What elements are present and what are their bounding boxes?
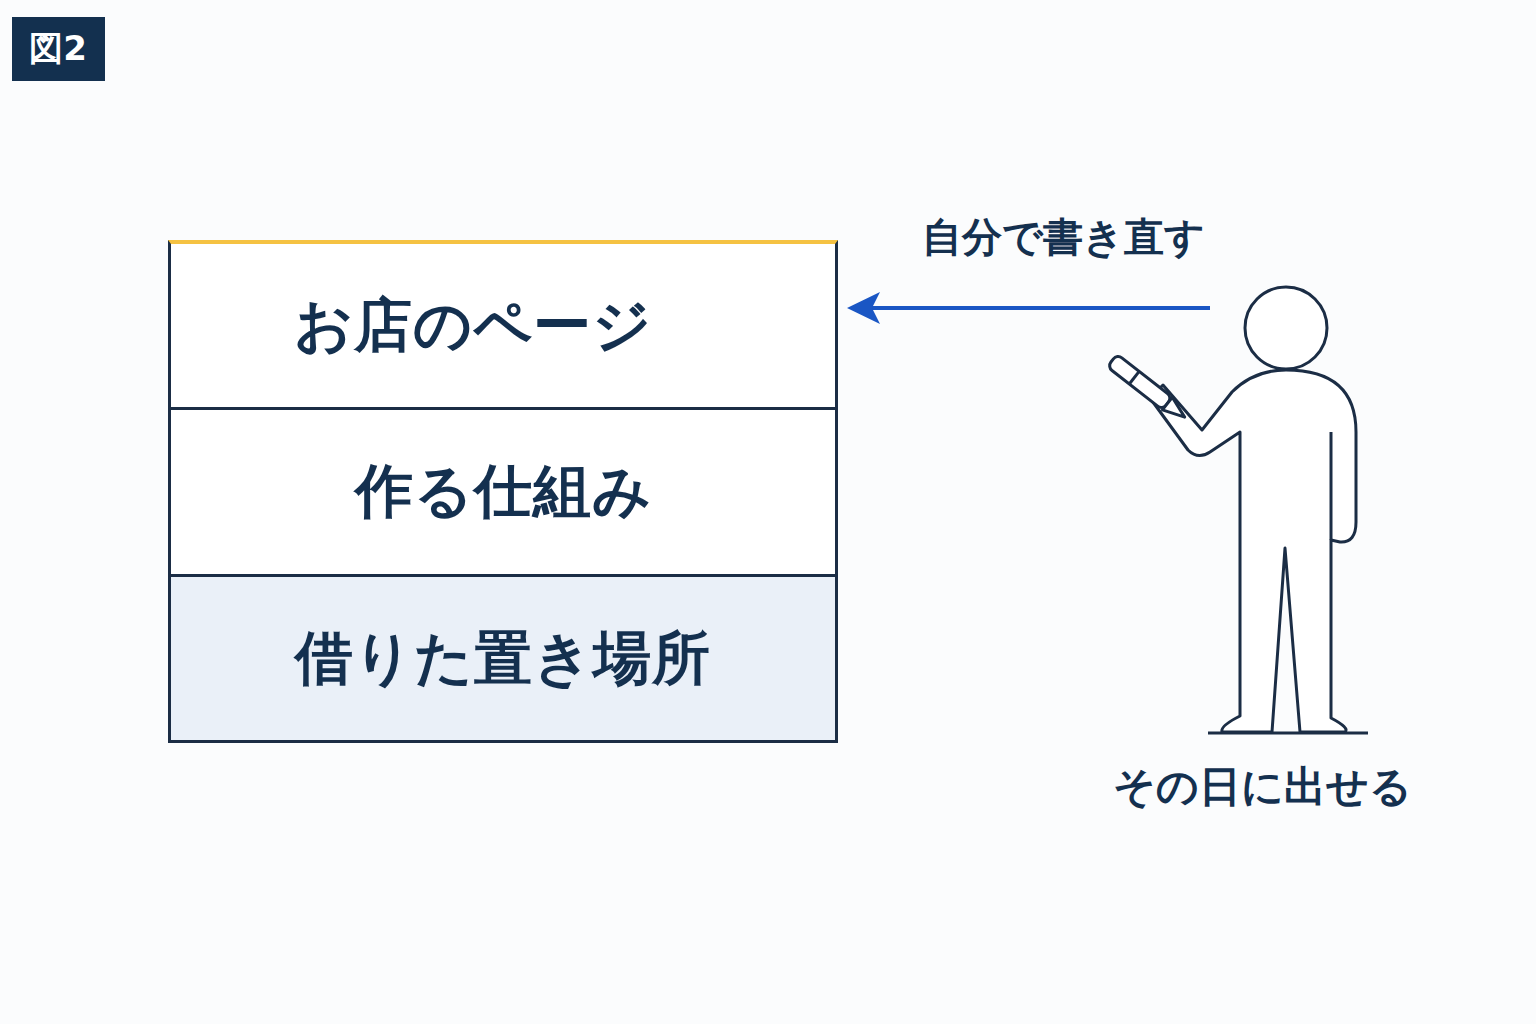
- layer-label: お店のページ: [294, 287, 652, 365]
- figure-badge: [12, 17, 105, 81]
- edit-arrow: [860, 306, 1210, 310]
- person-figure: [1150, 287, 1368, 733]
- pen-symbol: [1107, 354, 1189, 423]
- layer-box: お店のページ: [168, 240, 838, 410]
- layer-box: 作る仕組み: [168, 407, 838, 577]
- layer-box: 借りた置き場所: [168, 574, 838, 743]
- layer-label: 借りた置き場所: [295, 620, 711, 698]
- outcome-note: その日に出せる: [1113, 759, 1412, 815]
- arrow-head: [847, 292, 880, 324]
- arrow-label: 自分で書き直す: [922, 210, 1205, 265]
- figure-number: 図2: [29, 26, 87, 72]
- layer-label: 作る仕組み: [355, 453, 652, 531]
